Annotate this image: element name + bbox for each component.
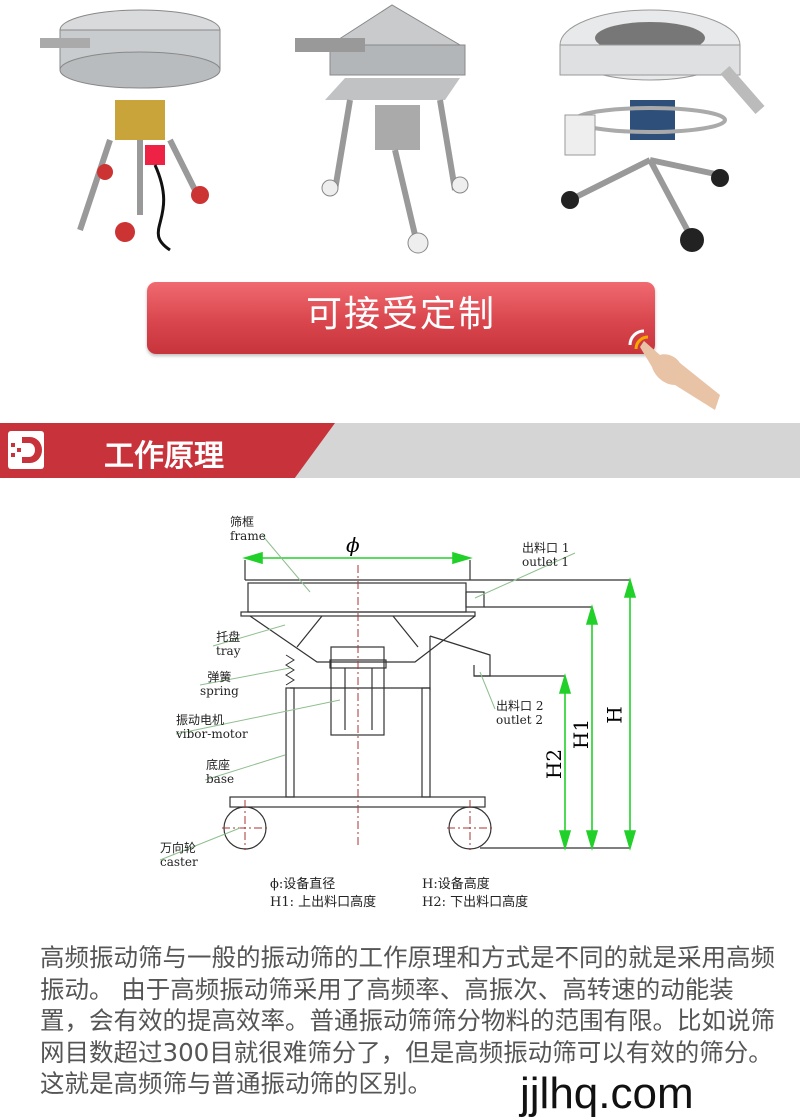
label-spring-en: spring [200, 684, 239, 698]
watermark: jjlhq.com [520, 1069, 694, 1118]
dim-H1: H1 [569, 718, 594, 750]
description-paragraph: 高频振动筛与一般的振动筛的工作原理和方式是不同的就是采用高频振动。 由于高频振动… [40, 943, 775, 1098]
legend-h2: H2: 下出料口高度 [422, 895, 529, 910]
dim-H2: H2 [542, 748, 567, 780]
label-frame-cn: 筛框 [230, 515, 255, 529]
customization-button-label: 可接受定制 [305, 294, 496, 335]
label-frame-en: frame [230, 529, 266, 543]
legend-height: H:设备高度 [422, 877, 490, 892]
product-photo-3 [559, 9, 765, 252]
label-base-en: base [206, 772, 235, 786]
product-photo-1 [40, 9, 221, 252]
section-header: 工作原理 [0, 423, 800, 478]
section-title: 工作原理 [104, 439, 224, 474]
label-caster-cn: 万向轮 [160, 841, 197, 855]
section-header-accent [0, 423, 335, 478]
label-caster-en: caster [160, 855, 198, 869]
diameter-symbol: ϕ [346, 533, 360, 557]
label-tray-en: tray [216, 644, 241, 658]
legend-h1: H1: 上出料口高度 [270, 895, 377, 910]
brand-logo-icon [8, 431, 44, 469]
dim-H: H [602, 706, 627, 724]
customization-button[interactable]: 可接受定制 [147, 282, 655, 354]
pointing-hand-icon [628, 329, 720, 410]
label-spring-cn: 弹簧 [207, 670, 232, 684]
label-outlet2-en: outlet 2 [496, 713, 543, 727]
label-outlet1-cn: 出料口 1 [522, 541, 570, 555]
label-motor-cn: 振动电机 [176, 713, 225, 727]
product-photo-2 [295, 4, 469, 254]
label-outlet2-cn: 出料口 2 [496, 699, 544, 713]
legend-diameter: ϕ:设备直径 [270, 877, 336, 892]
label-outlet1-en: outlet 1 [522, 555, 569, 569]
label-base-cn: 底座 [206, 758, 231, 772]
label-motor-en: vibor-motor [176, 727, 248, 741]
label-tray-cn: 托盘 [216, 630, 241, 644]
